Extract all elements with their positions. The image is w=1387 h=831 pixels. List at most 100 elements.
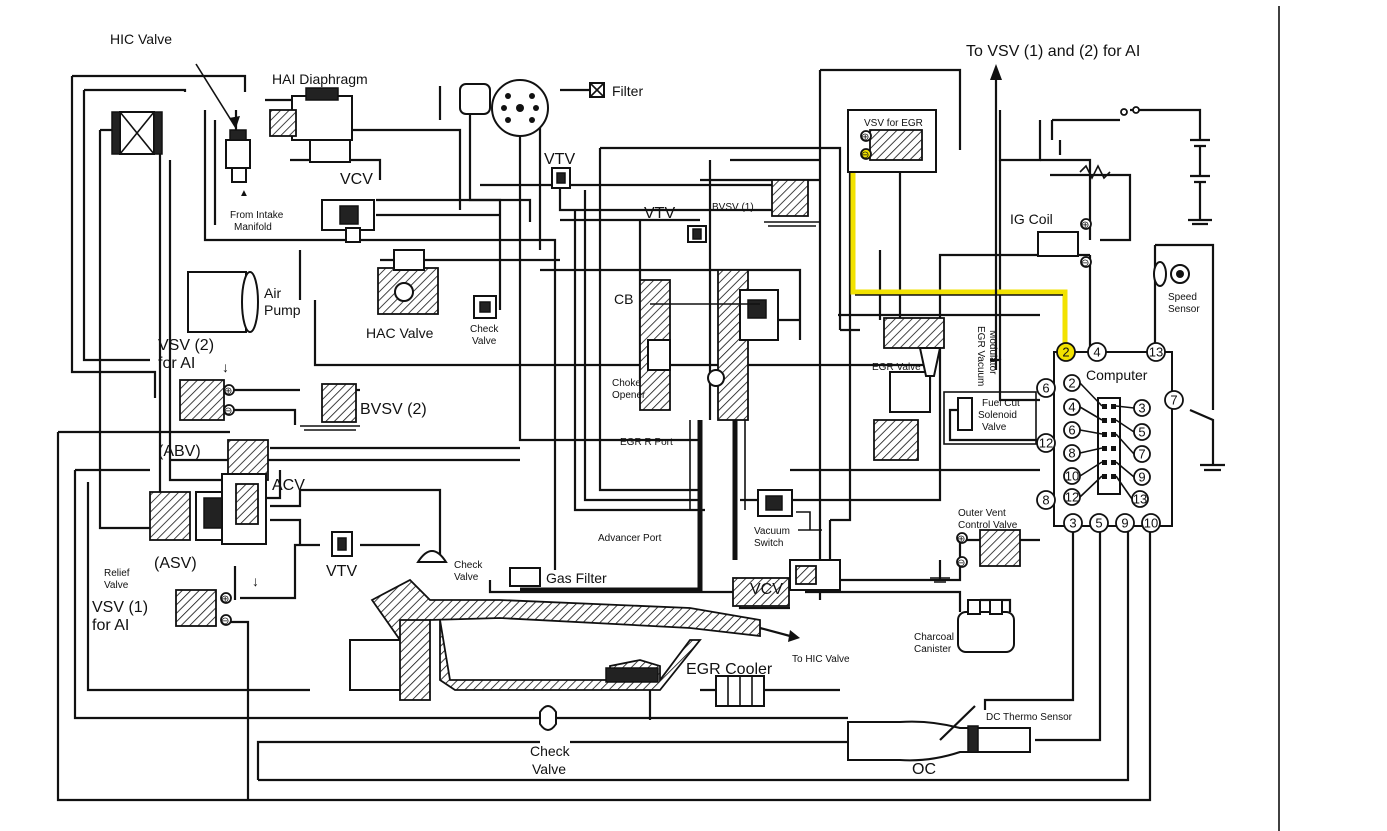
label-asv: (ASV) xyxy=(154,555,197,572)
label-hai-diaphragm: HAI Diaphragm xyxy=(272,71,368,87)
label-to-hic-valve: To HIC Valve xyxy=(792,654,850,665)
svg-text:12: 12 xyxy=(1065,490,1079,505)
svg-text:6: 6 xyxy=(1042,381,1049,396)
outer-vent-control-valve xyxy=(930,529,1021,583)
computer-pin-4-top: 4 xyxy=(1087,342,1107,362)
vsv-1-for-ai xyxy=(175,589,232,627)
svg-text:8: 8 xyxy=(1068,446,1075,461)
computer-pin-12-left: 12 xyxy=(1036,433,1056,453)
minus-mark-ig-coil: ⊖ xyxy=(1081,258,1089,269)
label-fuel-cut-1: Fuel Cut xyxy=(982,398,1020,409)
check-valve-hac xyxy=(473,295,497,319)
charcoal-canister xyxy=(957,599,1015,653)
label-oc: OC xyxy=(912,761,936,778)
hic-valve xyxy=(195,63,251,183)
label-vsv-1-2: for AI xyxy=(92,617,129,634)
label-vsv-2-1: VSV (2) xyxy=(158,337,214,354)
connector-left-pin-4: 4 xyxy=(1063,398,1081,416)
svg-text:6: 6 xyxy=(1068,423,1075,438)
label-to-vsv-ai: To VSV (1) and (2) for AI xyxy=(966,43,1140,60)
label-speed-sensor-2: Sensor xyxy=(1168,304,1200,315)
label-check-valve-1: Check xyxy=(470,324,499,335)
plus-mark-egr-vsv: ⊕ xyxy=(861,132,869,143)
label-hac-valve: HAC Valve xyxy=(366,325,434,341)
ig-coil xyxy=(1037,218,1092,268)
label-egr-vacuum-modulator-1: EGR Vacuum xyxy=(975,326,986,386)
label-fuel-cut-3: Valve xyxy=(982,422,1007,433)
computer-pin-13-top: 13 xyxy=(1146,342,1166,362)
svg-text:9: 9 xyxy=(1121,516,1128,531)
label-egr-cooler: EGR Cooler xyxy=(686,661,773,678)
label-from-intake-1: From Intake xyxy=(230,210,284,221)
label-hic-valve: HIC Valve xyxy=(110,31,172,47)
connector-left-pin-6: 6 xyxy=(1063,421,1081,439)
hac-valve xyxy=(377,249,439,315)
svg-text:10: 10 xyxy=(1065,469,1079,484)
svg-text:9: 9 xyxy=(1138,470,1145,485)
air-cleaner-element xyxy=(111,111,163,155)
distributor-cap xyxy=(459,79,549,137)
label-vtv-top: VTV xyxy=(544,151,575,168)
label-choke-opener-2: Opener xyxy=(612,390,646,401)
label-choke-opener-1: Choke xyxy=(612,378,641,389)
label-air-pump-1: Air xyxy=(264,285,281,301)
arrow-down-vsv1: ↓ xyxy=(252,573,259,589)
carburetor xyxy=(639,269,779,421)
plus-mark-vsv1: ⊕ xyxy=(221,594,229,605)
minus-mark-outer-vent: ⊖ xyxy=(957,558,965,569)
connector-right-pin-9: 9 xyxy=(1133,468,1151,486)
label-vsv-2-2: for AI xyxy=(158,355,195,372)
label-gas-filter: Gas Filter xyxy=(546,570,607,586)
svg-text:3: 3 xyxy=(1138,401,1145,416)
label-vsv-1-1: VSV (1) xyxy=(92,599,148,616)
svg-text:13: 13 xyxy=(1149,345,1163,360)
svg-text:4: 4 xyxy=(1093,345,1100,360)
label-egr-valve: EGR Valve xyxy=(872,362,921,373)
vtv-low xyxy=(331,531,353,557)
label-charcoal-2: Canister xyxy=(914,644,952,655)
check-valve-bottom xyxy=(539,705,557,731)
egr-cooler xyxy=(605,667,765,707)
svg-text:13: 13 xyxy=(1133,492,1147,507)
label-vcv-low: VCV xyxy=(750,581,783,598)
label-outer-vent-2: Control Valve xyxy=(958,520,1018,531)
speed-sensor xyxy=(1153,261,1190,287)
label-acv: ACV xyxy=(272,477,305,494)
label-air-pump-2: Pump xyxy=(264,302,301,318)
egr-valve xyxy=(873,317,945,461)
computer-pin-10-bottom: 10 xyxy=(1141,513,1161,533)
label-check-valve-bottom-1: Check xyxy=(530,743,571,759)
label-computer: Computer xyxy=(1086,367,1148,383)
abv-acv-assembly xyxy=(149,439,269,545)
vacuum-switch xyxy=(757,489,822,531)
bvsv-1 xyxy=(764,179,820,227)
oxidation-catalyst xyxy=(847,705,1031,762)
connector-left-pin-10: 10 xyxy=(1063,467,1081,485)
arrow-down-vsv2: ↓ xyxy=(222,359,229,375)
computer-pin-2-top: 2 xyxy=(1056,342,1076,362)
label-check-valve-2: Valve xyxy=(472,336,497,347)
label-check-valve-bottom-2: Valve xyxy=(532,761,566,777)
connector-pin-dots xyxy=(1102,404,1116,479)
minus-mark-egr-vsv: ⊖ xyxy=(861,150,869,161)
label-bvsv-2: BVSV (2) xyxy=(360,401,427,418)
svg-text:3: 3 xyxy=(1069,516,1076,531)
connector-right-pin-5: 5 xyxy=(1133,423,1151,441)
to-vsv-arrow xyxy=(990,64,1002,370)
minus-mark-vsv2: ⊖ xyxy=(224,406,232,417)
label-relief-valve-1: Relief xyxy=(104,568,130,579)
label-cb: CB xyxy=(614,291,633,307)
computer-pin-7-right: 7 xyxy=(1164,390,1184,410)
fuel-cut-solenoid-valve xyxy=(943,391,1037,445)
arrow-up-intake: ▲ xyxy=(239,188,249,199)
label-dc-thermo-sensor: DC Thermo Sensor xyxy=(986,712,1073,723)
svg-text:5: 5 xyxy=(1095,516,1102,531)
svg-text:10: 10 xyxy=(1144,516,1158,531)
label-vtv-mid: VTV xyxy=(644,205,675,222)
plus-mark-vsv2: ⊕ xyxy=(224,386,232,397)
svg-text:7: 7 xyxy=(1170,393,1177,408)
vcv-top xyxy=(321,199,375,243)
label-outer-vent-1: Outer Vent xyxy=(958,508,1006,519)
bvsv-2 xyxy=(300,383,360,431)
